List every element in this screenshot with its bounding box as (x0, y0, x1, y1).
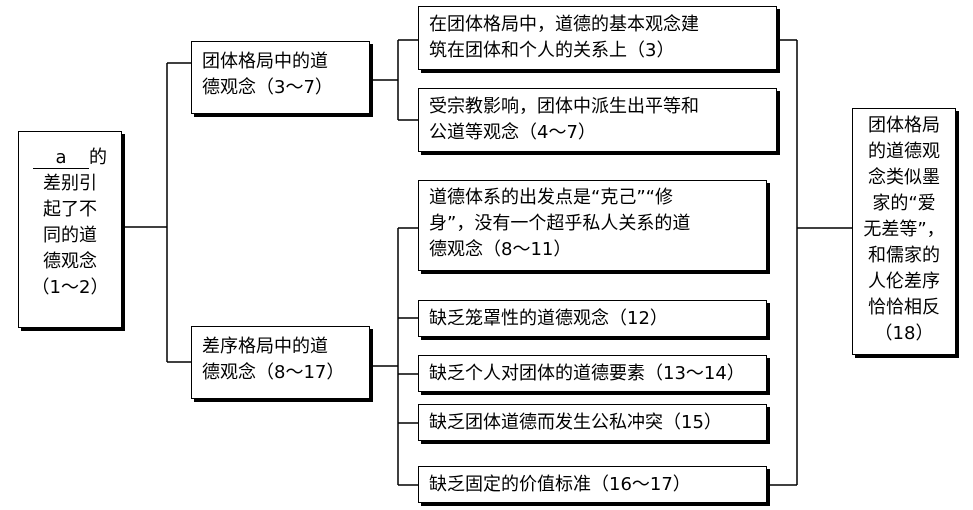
right-bottom-box-3: 缺乏个人对团体的道德要素（13～14） (418, 355, 767, 392)
conclusion-line-5: 无差等”， (863, 219, 945, 240)
conclusion-line-7: 人伦差序 (868, 271, 940, 292)
cause-line-2: 差别引 (43, 173, 97, 194)
conclusion-line-4: 家的“爱 (872, 193, 936, 214)
blank-a: a (33, 148, 89, 169)
conclusion-line-1: 团体格局 (868, 115, 940, 136)
group-pattern-box: 团体格局中的道 德观念（3～7） (191, 41, 370, 114)
group-pattern-line-1: 团体格局中的道 (202, 51, 328, 72)
cause-line-1-suffix: 的 (89, 147, 107, 168)
right-bottom-box-3-label: 缺乏个人对团体的道德要素（13～14） (429, 363, 745, 384)
cause-line-3: 起了不 (43, 199, 97, 220)
right-bottom-box-2: 缺乏笼罩性的道德观念（12） (418, 300, 767, 337)
right-bottom-box-1: 道德体系的出发点是“克己”“修 身”，没有一个超乎私人关系的道 德观念（8～11… (418, 180, 767, 271)
right-bottom-box-1-line-1: 道德体系的出发点是“克己”“修 (429, 187, 673, 208)
differential-pattern-line-1: 差序格局中的道 (202, 336, 328, 357)
right-top-box-1-line-1: 在团体格局中，道德的基本观念建 (429, 14, 699, 35)
right-bottom-box-4: 缺乏团体道德而发生公私冲突（15） (418, 404, 767, 441)
conclusion-line-9: （18） (874, 323, 934, 344)
conclusion-line-3: 念类似墨 (868, 167, 940, 188)
cause-line-5: 德观念 (43, 251, 97, 272)
differential-pattern-line-2: 德观念（8～17） (202, 362, 345, 383)
right-top-box-2-line-2: 公道等观念（4～7） (429, 122, 596, 143)
conclusion-box: 团体格局 的道德观 念类似墨 家的“爱 无差等”， 和儒家的 人伦差序 恰恰相反… (852, 108, 956, 355)
conclusion-line-6: 和儒家的 (868, 245, 940, 266)
cause-line-6: （1～2） (31, 277, 109, 298)
differential-pattern-box: 差序格局中的道 德观念（8～17） (191, 326, 370, 399)
conclusion-line-2: 的道德观 (868, 141, 940, 162)
right-top-box-2-line-1: 受宗教影响，团体中派生出平等和 (429, 96, 699, 117)
right-bottom-box-1-line-2: 身”，没有一个超乎私人关系的道 (429, 213, 691, 234)
right-bottom-box-1-line-3: 德观念（8～11） (429, 239, 572, 260)
right-bottom-box-2-label: 缺乏笼罩性的道德观念（12） (429, 308, 668, 329)
right-top-box-1-line-2: 筑在团体和个人的关系上（3） (429, 40, 675, 61)
cause-line-4: 同的道 (43, 225, 97, 246)
conclusion-line-8: 恰恰相反 (868, 297, 940, 318)
right-top-box-2: 受宗教影响，团体中派生出平等和 公道等观念（4～7） (418, 88, 777, 152)
group-pattern-line-2: 德观念（3～7） (202, 77, 333, 98)
right-bottom-box-5: 缺乏固定的价值标准（16～17） (418, 466, 767, 503)
right-bottom-box-5-label: 缺乏固定的价值标准（16～17） (429, 474, 691, 495)
right-bottom-box-4-label: 缺乏团体道德而发生公私冲突（15） (429, 412, 722, 433)
right-top-box-1: 在团体格局中，道德的基本观念建 筑在团体和个人的关系上（3） (418, 6, 777, 70)
